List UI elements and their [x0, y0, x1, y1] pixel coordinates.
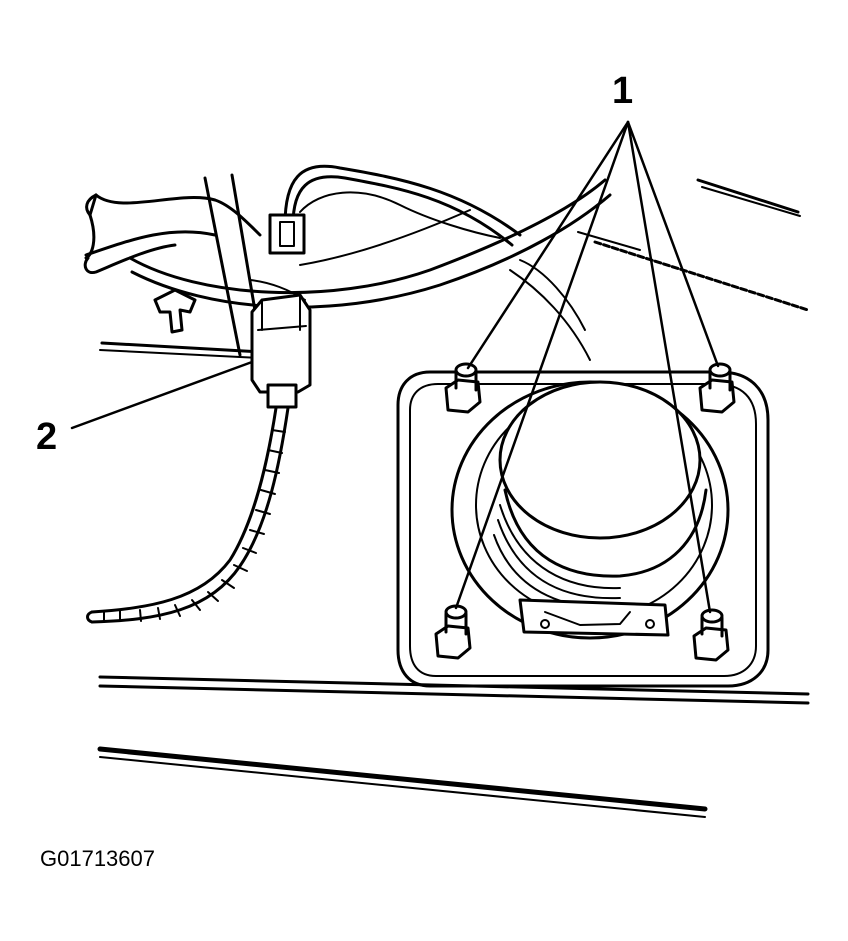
- speaker-assembly: [396, 370, 770, 688]
- leader-line-2: [70, 360, 254, 430]
- callout-1-label: 1: [612, 70, 634, 112]
- nut-bottom-right: [692, 608, 730, 662]
- leader-lines-1: [454, 120, 720, 614]
- figure-id: G01713607: [40, 846, 155, 871]
- speaker-wire: [86, 406, 290, 624]
- hose-clip: [153, 288, 197, 334]
- hose: [83, 178, 612, 309]
- nut-bottom-left: [434, 604, 472, 660]
- wire-harness-upper: [283, 164, 591, 361]
- speaker-nuts: [434, 362, 736, 662]
- callout-2-label: 2: [36, 416, 58, 458]
- nut-top-right: [698, 362, 736, 414]
- nut-top-left: [444, 362, 482, 414]
- electrical-connector: [250, 293, 312, 409]
- upper-connector: [268, 213, 306, 255]
